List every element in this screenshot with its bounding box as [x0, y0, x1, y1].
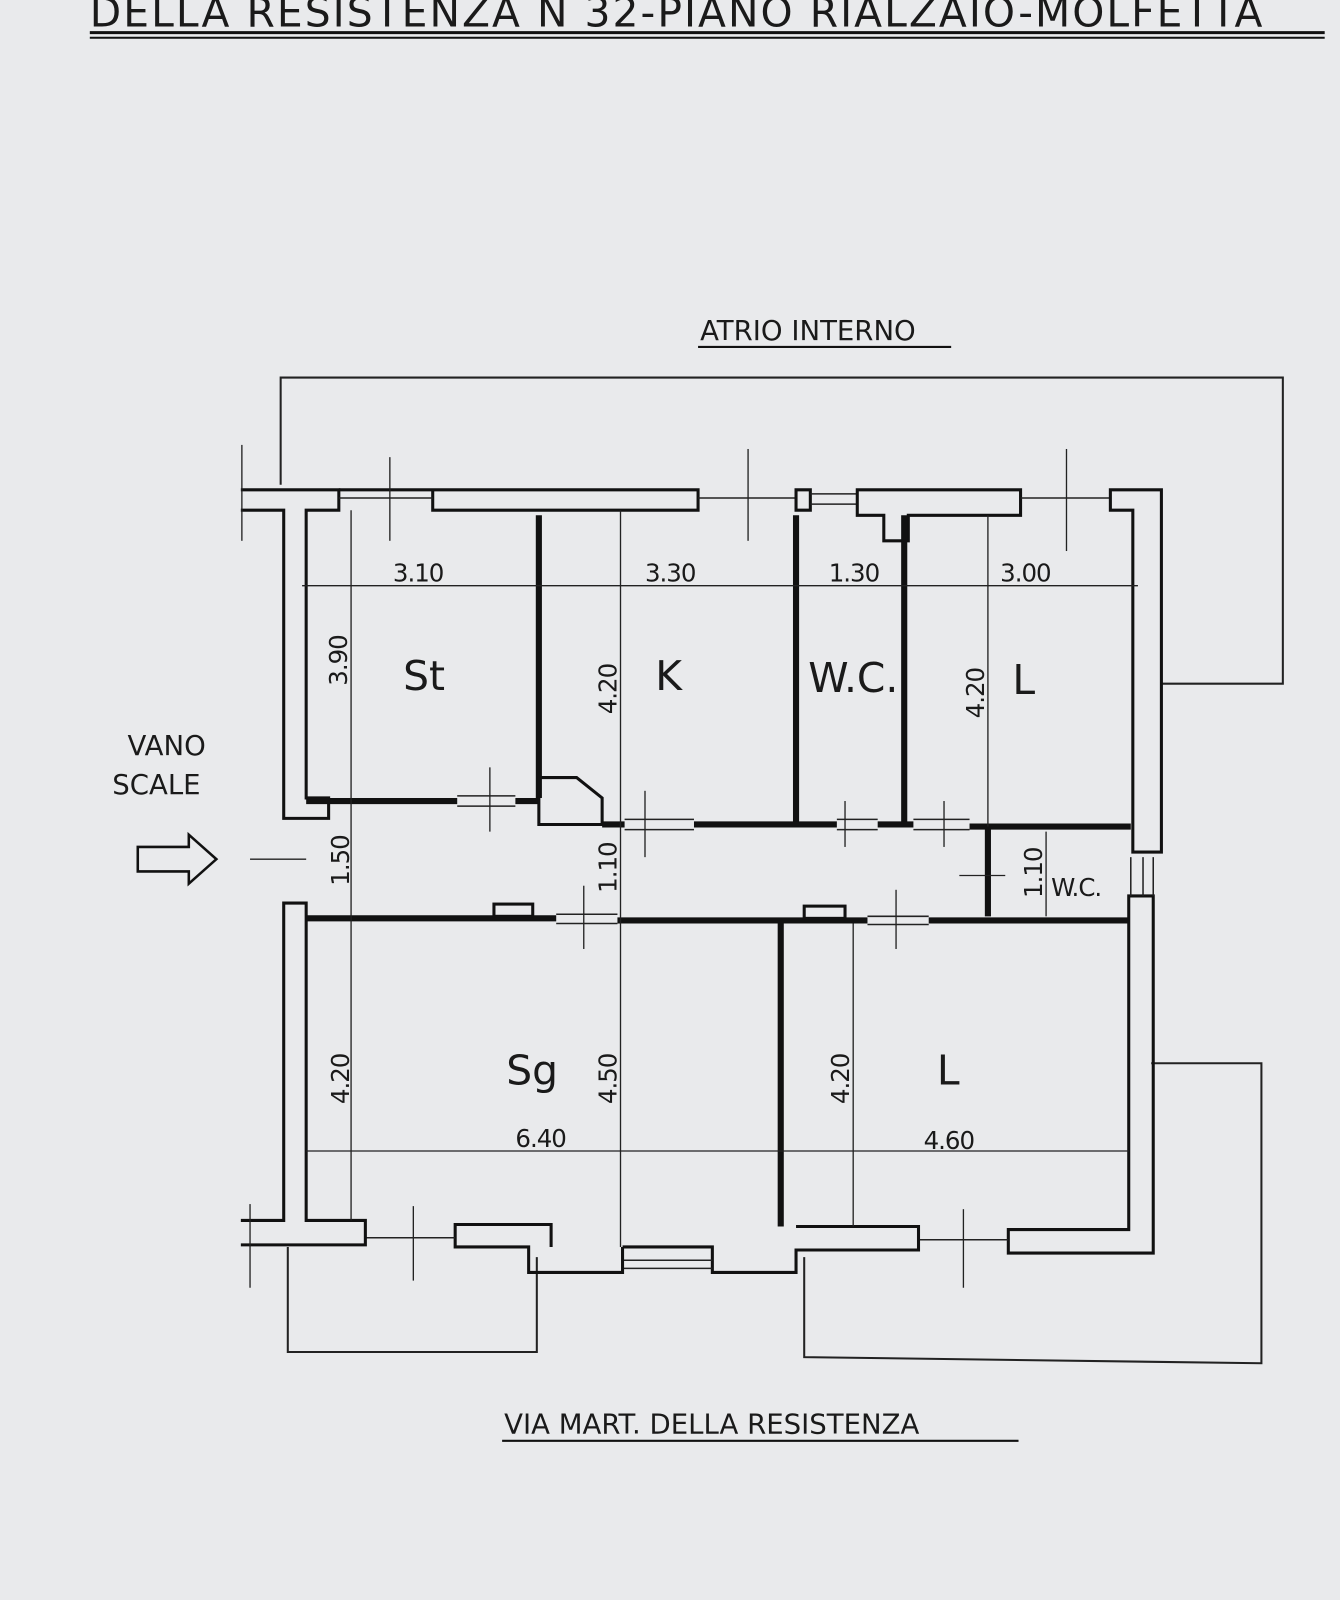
dim-sg-width: 6.40 [515, 1124, 565, 1153]
street-label: VIA MART. DELLA RESISTENZA [504, 1409, 919, 1441]
room-label-k: K [655, 652, 683, 700]
dim-l-height: 4.20 [961, 668, 990, 718]
balcony-right-outline [803, 1062, 1263, 1365]
room-label-st: St [403, 652, 445, 700]
atrio-outline [279, 376, 1284, 685]
dim-corridor-left: 1.50 [326, 835, 355, 885]
dim-l2-height: 4.20 [826, 1054, 855, 1104]
room-label-l-2: L [937, 1047, 960, 1095]
dim-k-width: 3.30 [645, 559, 695, 588]
vano-label: VANO [128, 730, 206, 762]
scale-label: SCALE [112, 769, 200, 801]
dim-st-height: 3.90 [324, 635, 353, 685]
room-label-l: L [1012, 656, 1035, 704]
dim-st-width: 3.10 [393, 559, 443, 588]
dim-wc-height: 1.10 [1019, 848, 1048, 898]
dim-corridor-mid: 1.10 [593, 842, 622, 892]
balcony-left-outline [286, 1246, 538, 1354]
plan-title: DELLA RESISTENZA N 32-PIANO RIALZAIO-MOL… [90, 0, 1265, 37]
dim-sg-height-left: 4.20 [326, 1054, 355, 1104]
dim-l2-width: 4.60 [924, 1126, 974, 1155]
room-label-wc-small: W.C. [1051, 873, 1101, 902]
dim-sg-height-right: 4.50 [593, 1054, 622, 1104]
dim-l-width: 3.00 [1000, 559, 1050, 588]
dim-wc-width: 1.30 [829, 559, 879, 588]
interior-walls [306, 515, 1131, 1227]
atrio-interno-label: ATRIO INTERNO [700, 315, 916, 347]
room-label-wc: W.C. [808, 654, 898, 702]
dim-k-height: 4.20 [593, 664, 622, 714]
entrance-arrow-icon [136, 831, 219, 887]
room-label-sg: Sg [506, 1047, 558, 1095]
dimension-lines [241, 444, 1138, 1288]
